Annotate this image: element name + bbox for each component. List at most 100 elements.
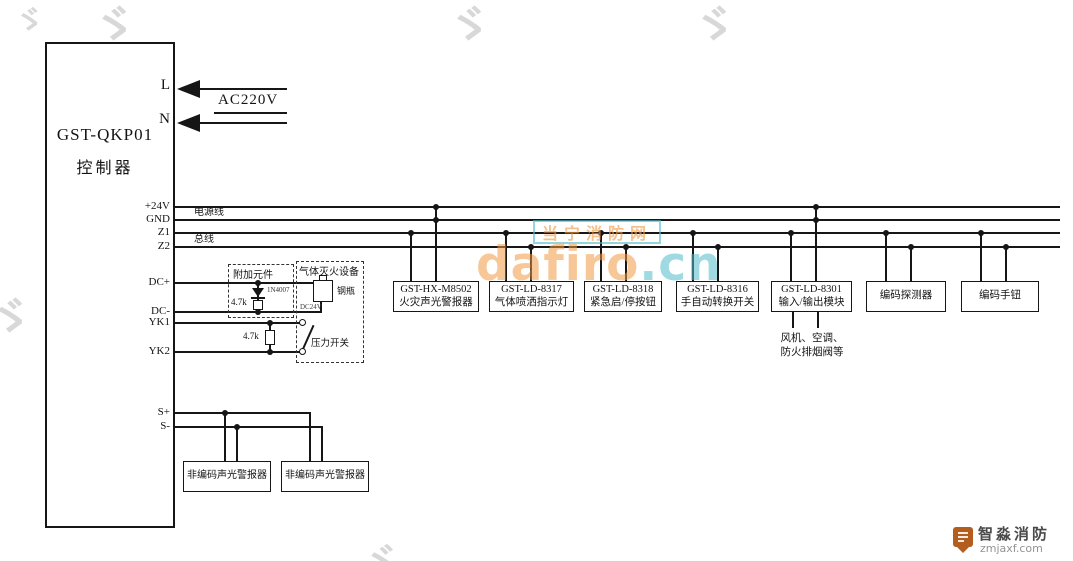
terminal-label-dc-minus: DC- [151,305,170,317]
wire-sounder2-a [309,412,311,461]
device-fire-sounder-strobe: GST-HX-M8502 火灾声光警报器 [393,281,479,312]
resistor-dc-label: 4.7k [231,297,247,307]
wire-device4-b [717,246,719,281]
junction-dot [883,230,889,236]
wire-ac-n [199,122,287,124]
terminal-label-yk2: YK2 [148,345,170,357]
junction-dot [813,217,819,223]
wire-yk1 [175,322,301,324]
resistor-dc-icon [253,300,263,310]
wire-s-plus [175,412,311,414]
terminal-label-yk1: YK1 [148,316,170,328]
corner-watermark-icon: ゞ [355,526,409,561]
junction-dot [623,244,629,250]
device-name: 非编码声光警报器 [285,470,365,482]
junction-dot [234,424,240,430]
junction-dot [690,230,696,236]
resistor-yk-icon [265,330,275,345]
junction-dot [503,230,509,236]
pressure-switch-label: 压力开关 [311,339,350,349]
wire-ac-l [199,88,287,90]
device-name: 编码手钮 [979,290,1021,302]
diode-icon [252,288,264,297]
corner-watermark-icon: ゞ [442,0,499,57]
logo-company-name: 智淼消防 [978,525,1051,543]
device-model: GST-LD-8316 [687,284,748,295]
terminal-label-z2: Z2 [157,240,170,252]
device-model: GST-LD-8317 [501,284,562,295]
power-line-label: 电源线 [194,207,224,218]
module-note-line2: 防火排烟阀等 [780,347,844,358]
device-coded-detector: 编码探测器 [866,281,946,312]
corner-watermark-icon: ゞ [687,0,744,57]
terminal-label-s-plus: S+ [157,406,170,418]
junction-dot [222,410,228,416]
wire-device4-a [692,232,694,281]
pressure-switch-terminal-icon [299,348,306,355]
wire-device7-b [1005,246,1007,281]
logo-seal-icon [951,524,975,559]
device-name: 编码探测器 [879,290,933,302]
junction-dot [598,230,604,236]
controller-name: 控制器 [76,160,134,177]
wire-device1-power [435,206,437,281]
terminal-label-z1: Z1 [157,226,170,238]
wire-device5-power [815,206,817,281]
cylinder-icon [313,280,333,302]
wire-sounder1-a [224,412,226,461]
wire-device3-a [600,232,602,281]
wire-device6-a [885,232,887,281]
bus-line-label: 总线 [194,234,214,245]
junction-dot [528,244,534,250]
wire-24v [175,206,1060,208]
wire-device1-bus [410,232,412,281]
junction-dot [1003,244,1009,250]
gas-equipment-label: 气体灭火设备 [299,267,359,278]
junction-dot [978,230,984,236]
junction-dot [255,309,261,315]
controller-model: GST-QKP01 [56,125,154,144]
diode-bar-icon [251,297,265,299]
wire-device2-a [505,232,507,281]
wire-yk2 [175,351,301,353]
controller-box [45,42,175,528]
diode-part-label: 1N4007 [267,286,290,294]
terminal-label-s-minus: S- [160,420,170,432]
device-gas-discharge-indicator: GST-LD-8317 气体喷洒指示灯 [489,281,574,312]
wire-s-minus [175,426,323,428]
module-note-line1: 风机、空调、 [780,333,844,344]
device-name: 非编码声光警报器 [187,470,267,482]
junction-dot [788,230,794,236]
device-emergency-start-stop-button: GST-LD-8318 紧急启/停按钮 [584,281,662,312]
terminal-label-24v: +24V [144,200,170,212]
device-model: GST-LD-8318 [592,284,654,295]
gas-equipment-dashed-box [296,261,364,363]
wire-device2-b [530,246,532,281]
device-name: 手自动转换开关 [680,296,755,308]
device-model: GST-LD-8301 [781,284,842,295]
wire-sounder1-b [236,426,238,461]
wire-device6-b [910,246,912,281]
junction-dot [408,230,414,236]
cylinder-note: DC24V [300,303,322,311]
wire-z2 [175,246,1060,248]
device-model: GST-HX-M8502 [400,284,472,295]
device-name: 输入/输出模块 [778,296,845,308]
terminal-label-gnd: GND [146,213,170,225]
device-manual-auto-switch: GST-LD-8316 手自动转换开关 [676,281,759,312]
cylinder-label: 钢瓶 [337,286,356,296]
device-coded-manual-button: 编码手钮 [961,281,1039,312]
terminal-label-n: N [159,111,170,127]
wire-module-note-a [792,312,794,328]
device-name: 气体喷洒指示灯 [494,296,569,308]
watermark-domain: dafiro.cn [476,237,722,292]
wire-dc-minus [175,311,322,313]
pressure-switch-terminal-icon [299,319,306,326]
wire-module-note-b [817,312,819,328]
device-name: 火灾声光警报器 [399,296,473,308]
wire-dc-plus [175,282,313,284]
junction-dot [433,217,439,223]
junction-dot [813,204,819,210]
attachment-dashed-box [228,264,294,318]
